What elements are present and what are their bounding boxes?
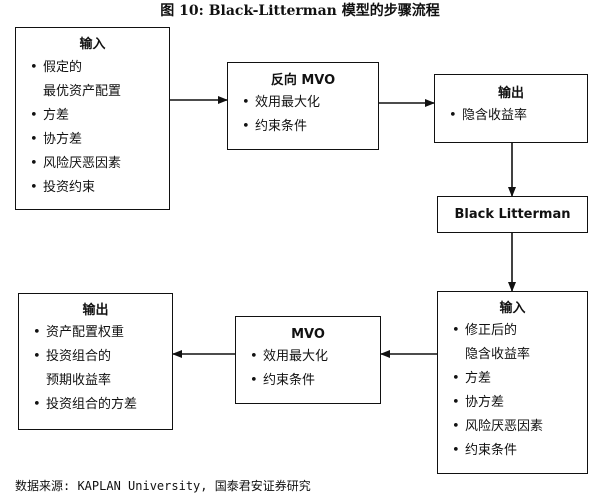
bullet-icon: •	[242, 119, 250, 134]
list-item: •方差	[452, 367, 587, 391]
mvo-list: •效用最大化 •约束条件	[250, 345, 380, 393]
list-item: •资产配置权重	[33, 321, 172, 345]
bullet-icon: •	[452, 323, 460, 338]
list-item: •协方差	[30, 128, 169, 152]
list-item: •协方差	[452, 391, 587, 415]
list-item: •约束条件	[250, 369, 380, 393]
list-item: •投资组合的方差	[33, 393, 172, 417]
bullet-icon: •	[33, 325, 41, 340]
bullet-icon: •	[250, 373, 258, 388]
bullet-icon: •	[452, 443, 460, 458]
list-item: •假定的最优资产配置	[30, 56, 169, 104]
list-item: •约束条件	[242, 115, 378, 139]
bullet-icon: •	[452, 419, 460, 434]
output-top-list: •隐含收益率	[449, 104, 587, 128]
source-note: 数据来源: KAPLAN University, 国泰君安证券研究	[15, 479, 311, 493]
list-item: •投资约束	[30, 176, 169, 200]
output-bottom-box: 输出 •资产配置权重 •投资组合的预期收益率 •投资组合的方差	[18, 293, 173, 430]
list-item: •风险厌恶因素	[452, 415, 587, 439]
list-item: •约束条件	[452, 439, 587, 463]
bullet-icon: •	[30, 132, 38, 147]
input-top-title: 输入	[79, 37, 106, 52]
bullet-icon: •	[449, 108, 457, 123]
bullet-icon: •	[30, 156, 38, 171]
figure-title: 图 10: Black-Litterman 模型的步骤流程	[160, 3, 440, 19]
output-top-title: 输出	[497, 86, 524, 101]
black-litterman-title: Black Litterman	[454, 207, 571, 222]
list-item: •投资组合的预期收益率	[33, 345, 172, 393]
bullet-icon: •	[30, 108, 38, 123]
black-litterman-box: Black Litterman	[437, 196, 588, 233]
reverse-mvo-title: 反向 MVO	[270, 73, 336, 88]
input-bottom-list: •修正后的隐含收益率 •方差 •协方差 •风险厌恶因素 •约束条件	[452, 319, 587, 463]
input-bottom-box: 输入 •修正后的隐含收益率 •方差 •协方差 •风险厌恶因素 •约束条件	[437, 291, 588, 474]
bullet-icon: •	[452, 371, 460, 386]
mvo-title: MVO	[291, 327, 325, 342]
mvo-box: MVO •效用最大化 •约束条件	[235, 316, 381, 404]
input-top-box: 输入 •假定的最优资产配置 •方差 •协方差 •风险厌恶因素 •投资约束	[15, 27, 170, 210]
input-bottom-title: 输入	[499, 301, 526, 316]
list-item: •效用最大化	[250, 345, 380, 369]
bullet-icon: •	[242, 95, 250, 110]
bullet-icon: •	[30, 180, 38, 195]
output-bottom-list: •资产配置权重 •投资组合的预期收益率 •投资组合的方差	[33, 321, 172, 417]
output-top-box: 输出 •隐含收益率	[434, 74, 588, 143]
reverse-mvo-box: 反向 MVO •效用最大化 •约束条件	[227, 62, 379, 150]
bullet-icon: •	[33, 349, 41, 364]
list-item: •效用最大化	[242, 91, 378, 115]
reverse-mvo-list: •效用最大化 •约束条件	[242, 91, 378, 139]
list-item: •隐含收益率	[449, 104, 587, 128]
bullet-icon: •	[250, 349, 258, 364]
output-bottom-title: 输出	[82, 303, 109, 318]
bullet-icon: •	[30, 60, 38, 75]
bullet-icon: •	[33, 397, 41, 412]
list-item: •修正后的隐含收益率	[452, 319, 587, 367]
list-item: •风险厌恶因素	[30, 152, 169, 176]
list-item: •方差	[30, 104, 169, 128]
input-top-list: •假定的最优资产配置 •方差 •协方差 •风险厌恶因素 •投资约束	[30, 56, 169, 200]
bullet-icon: •	[452, 395, 460, 410]
